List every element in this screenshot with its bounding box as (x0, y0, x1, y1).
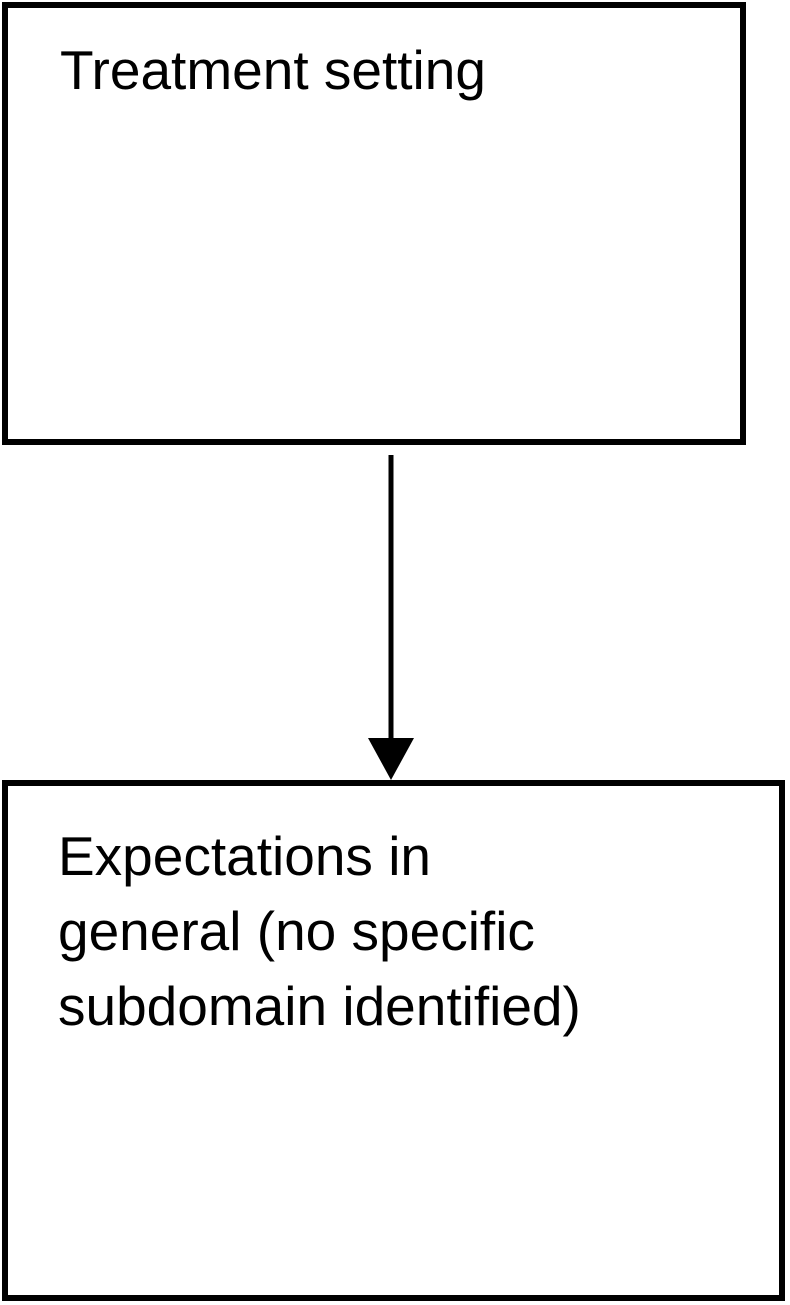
node-treatment-setting: Treatment setting (2, 2, 746, 445)
node-treatment-setting-label: Treatment setting (60, 39, 486, 101)
node-expectations-general-label: Expectations in general (no specific sub… (58, 825, 581, 1037)
arrowhead-icon (368, 738, 414, 780)
arrow-down-connector (368, 455, 414, 780)
node-expectations-general: Expectations in general (no specific sub… (2, 780, 785, 1301)
